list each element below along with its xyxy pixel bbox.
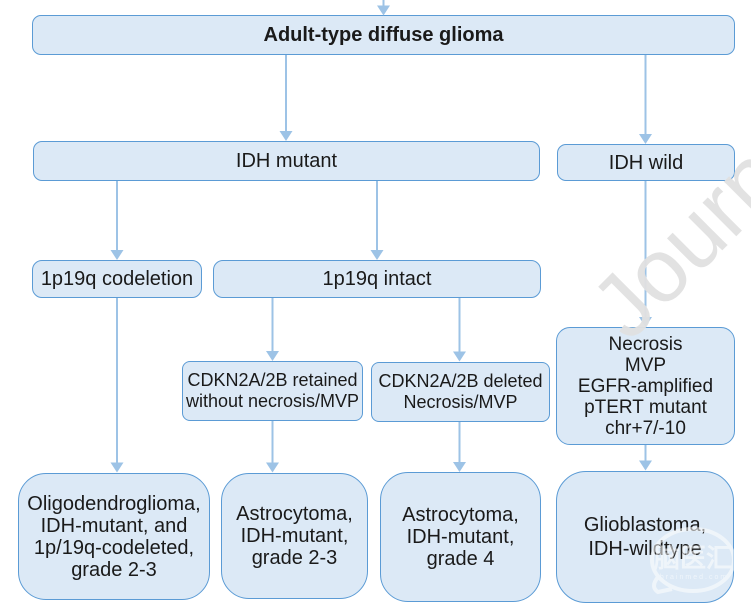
arrow-idh-mutant-to-intact [370,181,384,260]
node-line: IDH-mutant, [406,526,515,548]
arrow-root-to-idh-wild [639,55,652,144]
node-line: without necrosis/MVP [185,391,360,411]
node-line: 1p/19q-codeleted, [33,536,195,559]
node-line: EGFR-amplified [577,375,714,397]
node-label: Adult-type diffuse glioma [263,24,504,46]
node-cdkn2a2b-deleted: CDKN2A/2B deleted Necrosis/MVP [371,362,550,422]
node-1p19q-intact: 1p19q intact [213,260,541,298]
node-cdkn2a2b-retained: CDKN2A/2B retained without necrosis/MVP [182,361,363,421]
node-label: 1p19q codeletion [40,268,194,290]
node-line: grade 2-3 [251,547,338,569]
arrowhead-icon [639,317,652,327]
arrow-idh-mutant-to-codeletion [110,181,124,260]
arrowhead-icon [279,131,293,141]
node-line: IDH-mutant, and [40,514,188,537]
arrowhead-icon [639,460,652,471]
node-idh-wild-features: Necrosis MVP EGFR-amplified pTERT mutant… [556,327,735,445]
arrowhead-icon [370,250,384,260]
node-idh-mutant: IDH mutant [33,141,540,181]
node-line: IDH-mutant, [240,525,349,547]
node-oligodendroglioma: Oligodendroglioma, IDH-mutant, and 1p/19… [18,473,210,600]
arrow-idh-wild-to-features [639,181,652,327]
arrow-intact-to-retained [266,298,279,361]
arrowhead-icon [453,462,466,472]
arrow-features-to-glioblastoma [639,445,652,471]
arrow-intact-to-deleted [453,298,466,362]
arrow-deleted-to-astrocytoma4 [453,422,466,472]
node-line: pTERT mutant [584,396,707,418]
arrow-root-to-idh-mutant [279,55,293,141]
node-line: CDKN2A/2B retained [187,370,358,390]
arrowhead-icon [639,134,652,144]
node-line: Necrosis/MVP [403,392,518,412]
node-label: IDH wild [608,151,684,174]
node-line: grade 4 [426,548,495,570]
node-astrocytoma-grade-2-3: Astrocytoma, IDH-mutant, grade 2-3 [221,473,368,599]
node-line: CDKN2A/2B deleted [378,371,543,391]
node-line: Astrocytoma, [402,504,519,526]
arrowhead-icon [266,351,279,361]
arrowhead-icon [266,462,279,473]
node-line: Oligodendroglioma, [27,492,201,515]
node-label: IDH mutant [235,150,338,172]
arrowhead-icon [110,462,124,473]
node-label: 1p19q intact [322,268,432,290]
node-line: Astrocytoma, [236,503,353,525]
node-1p19q-codeletion: 1p19q codeletion [32,260,202,298]
node-idh-wild: IDH wild [557,144,735,181]
node-line: Necrosis [608,333,683,355]
arrow-retained-to-astrocytoma23 [266,421,279,473]
arrow-codeletion-to-oligodendroglioma [110,298,124,473]
node-line: chr+7/-10 [605,417,686,439]
node-adult-type-diffuse-glioma: Adult-type diffuse glioma [32,15,735,55]
node-line: MVP [624,354,667,376]
node-line: grade 2-3 [71,558,157,581]
arrow-into-root [377,0,390,16]
arrowhead-icon [110,250,124,260]
node-astrocytoma-grade-4: Astrocytoma, IDH-mutant, grade 4 [380,472,541,602]
arrowhead-icon [453,351,466,362]
arrowhead-icon [377,5,390,16]
